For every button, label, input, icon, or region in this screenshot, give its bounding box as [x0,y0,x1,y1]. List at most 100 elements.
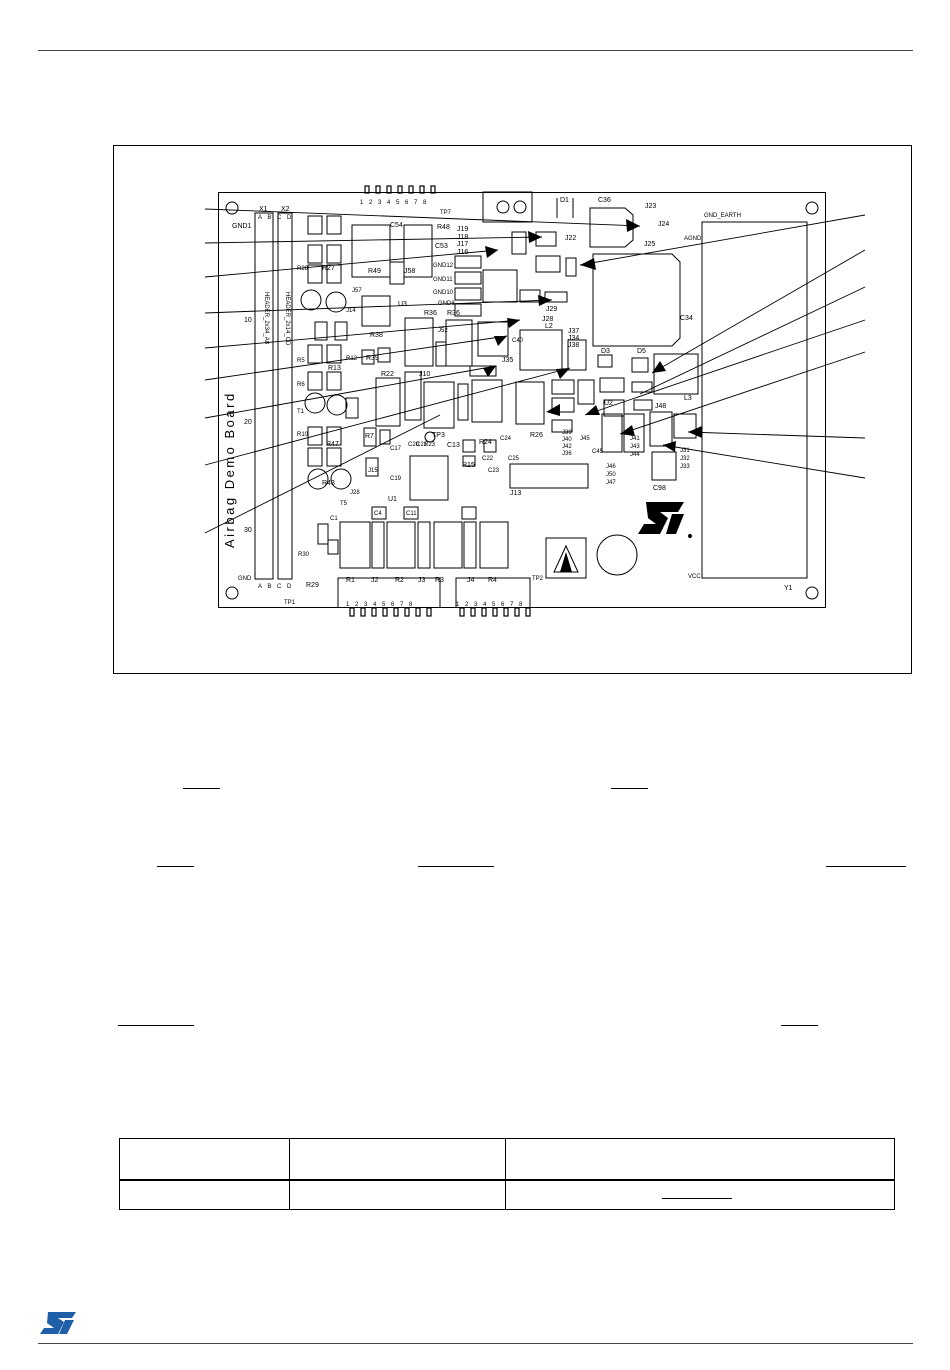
label-j39: J39 [562,430,572,436]
label-j28b: J28 [350,490,360,496]
label-j52: J52 [438,328,448,334]
label-agnd: AGND [684,236,702,242]
label-c1: C1 [330,516,338,522]
label-tp7: TP7 [440,210,452,216]
label-c25: C25 [508,456,520,462]
label-c17: C17 [390,446,402,452]
label-j38: J38 [568,342,579,349]
label-j16: J16 [457,249,468,256]
label-j14: J14 [346,308,356,314]
label-gnd10: GND10 [433,290,454,296]
label-gnd12: GND12 [433,263,454,269]
label-j25: J25 [644,241,655,248]
text-underline [611,788,648,789]
label-t5: T5 [340,501,348,507]
label-r6: R6 [297,382,305,388]
label-30: 30 [244,527,252,534]
label-r12: R12 [346,356,358,362]
label-x2: X2 [281,206,290,213]
label-j50: J50 [606,472,616,478]
label-j23: J23 [645,203,656,210]
label-r24: R24 [479,439,492,446]
label-c98: C98 [653,485,666,492]
label-20: 20 [244,419,252,426]
label-j48: J48 [655,403,666,410]
text-underline [418,866,494,867]
label-j46: J46 [606,464,616,470]
label-c23: C23 [488,468,500,474]
label-j32: J32 [680,456,690,462]
label-j35: J35 [502,357,513,364]
label-c54: C54 [390,222,403,229]
label-c34: C34 [680,315,693,322]
label-c45: C45 [592,449,604,455]
text-underline [183,788,220,789]
label-j57: J57 [352,288,362,294]
table-header-row [119,1138,895,1181]
label-j36: J36 [562,451,572,457]
table-cell-overline [505,1179,895,1210]
label-r30: R30 [298,552,310,558]
label-j42: J42 [562,444,572,450]
table-cell [119,1179,290,1210]
table-header-cell [119,1138,290,1181]
label-t1: T1 [297,409,305,415]
label-j44: J44 [630,452,640,458]
label-r35: R36 [447,310,460,317]
label-d1: D1 [560,197,569,204]
label-c19: C19 [390,476,402,482]
label-r10: R10 [297,432,309,438]
label-x1: X1 [259,206,268,213]
label-r23: R23 [424,442,436,448]
label-d5: D5 [637,348,646,355]
label-j17: J17 [457,241,468,248]
label-r1: R1 [346,577,355,584]
text-underline [118,1025,194,1026]
label-c36: C36 [598,197,611,204]
label-header2: HEADER_2x14_CD [284,292,290,346]
label-y1: Y1 [784,585,793,592]
label-r47: R47 [326,441,339,448]
label-gnd1: GND1 [232,223,252,230]
label-r48: R48 [437,224,450,231]
label-r2: R2 [395,577,404,584]
label-r27: R27 [322,265,335,272]
label-j58: J58 [404,268,415,275]
label-r5: R5 [297,358,305,364]
table-cell [289,1179,506,1210]
label-j43: J43 [630,444,640,450]
st-logo-icon [638,502,692,538]
label-r22: R22 [381,371,394,378]
label-c53: C53 [435,243,448,250]
label-j29: J29 [546,306,557,313]
label-pins-top: 1 2 3 4 5 6 7 8 [360,200,428,206]
label-c4: C4 [374,511,382,517]
label-j3: J3 [418,577,426,584]
label-j45: J45 [580,436,590,442]
table-row [119,1179,895,1210]
label-j41: J41 [630,436,640,442]
label-j37: J37 [568,328,579,335]
label-j22: J22 [565,235,576,242]
table-header-cell [505,1138,895,1181]
label-r13: R13 [328,365,341,372]
label-r43: R43 [322,480,335,487]
pcb-layout-drawing: X1 X2 GND1 D1 C36 J23 J24 J25 GND_EARTH … [204,185,866,617]
label-j28: J28 [542,316,553,323]
text-underline [781,1025,818,1026]
label-u3: U3 [398,301,407,308]
data-table [119,1138,895,1210]
label-r28: R28 [297,266,309,272]
label-pins-bottom-center: 1 2 3 4 5 6 7 8 [456,602,524,608]
board-title: Airbag Demo Board [222,391,237,548]
label-r4: R4 [488,577,497,584]
label-r26: R26 [530,432,543,439]
label-gnd-bottom: GND [238,576,252,582]
label-j13: J13 [510,490,521,497]
label-header1: HEADER_2x34_A8 [263,292,269,345]
st-footer-logo-icon [40,1312,76,1334]
label-l3: L3 [684,395,692,402]
label-r29: R29 [306,582,319,589]
label-j33: J33 [680,464,690,470]
label-u2: U2 [604,400,613,407]
